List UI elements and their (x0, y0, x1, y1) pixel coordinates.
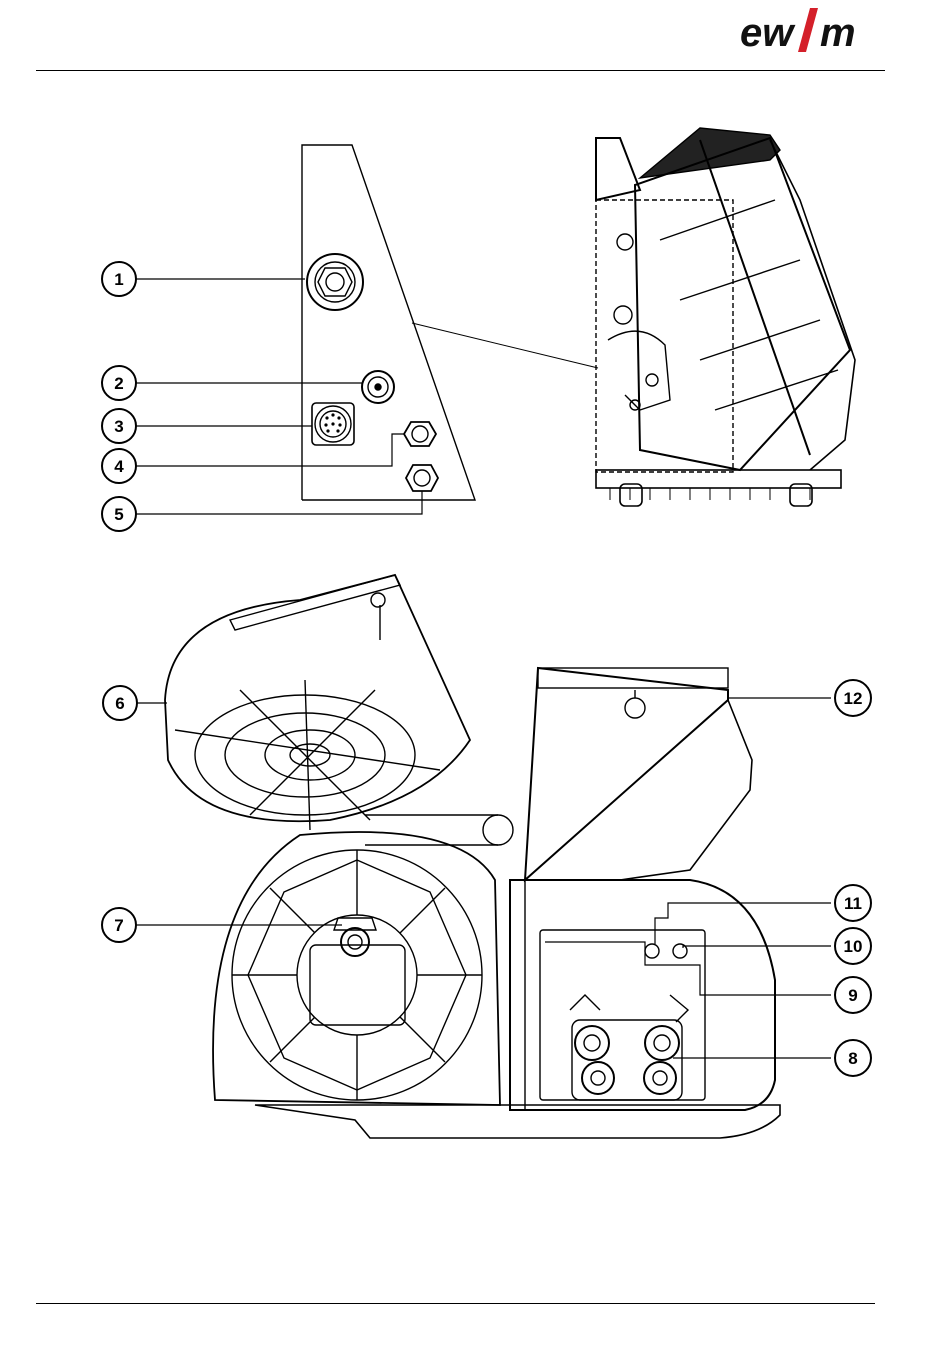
callout-10-number: 10 (844, 937, 863, 956)
callout-6: 6 (103, 686, 137, 720)
callout-1: 1 (102, 262, 136, 296)
callout-8-number: 8 (848, 1049, 857, 1068)
callout-11-number: 11 (844, 894, 862, 913)
callout-9-number: 9 (848, 986, 857, 1005)
callout-6-number: 6 (115, 694, 124, 713)
callout-12: 12 (835, 680, 871, 716)
callout-2: 2 (102, 366, 136, 400)
device-side-view (596, 128, 855, 506)
callout-11: 11 (835, 885, 871, 921)
callout-3: 3 (102, 409, 136, 443)
connector-panel-detail (302, 145, 475, 500)
callout-5: 5 (102, 497, 136, 531)
callout-4: 4 (102, 449, 136, 483)
callout-4-number: 4 (114, 457, 124, 476)
callout-labels: 1 2 3 4 5 6 7 8 (102, 262, 871, 1076)
callout-12-number: 12 (844, 689, 863, 708)
callout-9: 9 (835, 977, 871, 1013)
callout-7: 7 (102, 908, 136, 942)
device-open-view (165, 575, 780, 1138)
callout-3-number: 3 (114, 417, 123, 436)
callout-5-number: 5 (114, 505, 123, 524)
callout-7-number: 7 (114, 916, 123, 935)
callout-2-number: 2 (114, 374, 123, 393)
callout-1-number: 1 (114, 270, 123, 289)
callout-8: 8 (835, 1040, 871, 1076)
callout-10: 10 (835, 928, 871, 964)
